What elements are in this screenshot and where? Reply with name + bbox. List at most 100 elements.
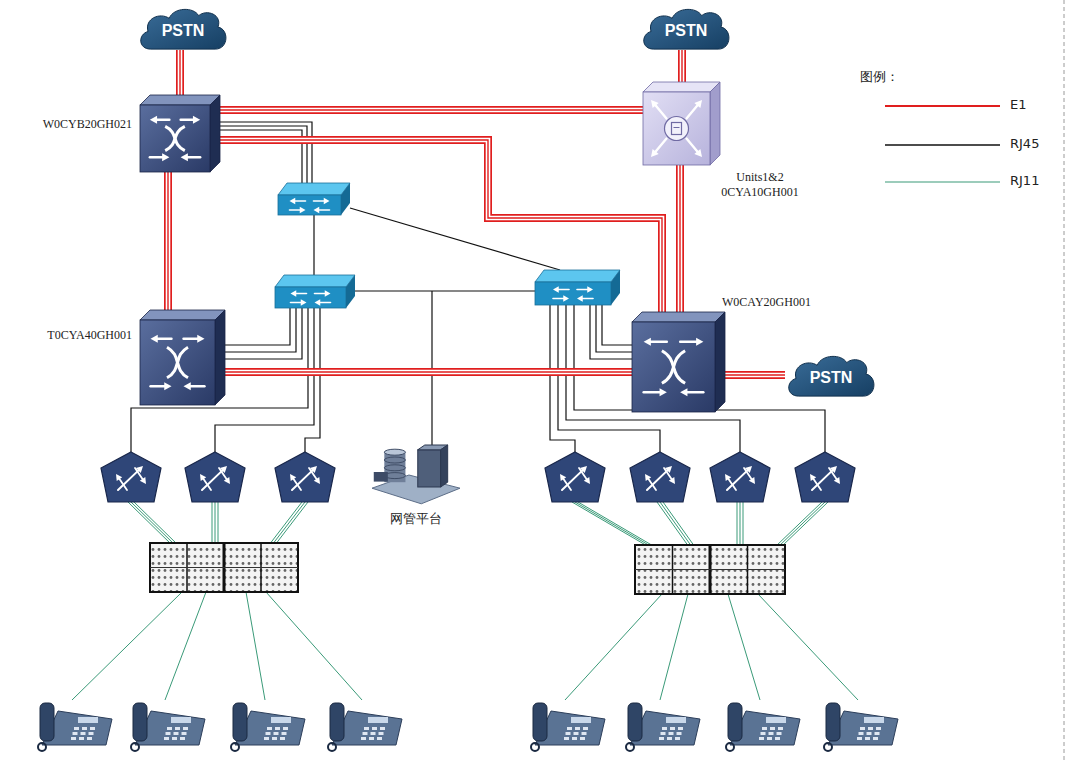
units-symbol <box>651 100 702 157</box>
e1-link <box>220 140 662 312</box>
gateway-body <box>545 452 605 502</box>
eth-side <box>611 270 620 305</box>
arrow-stroke <box>184 338 198 340</box>
arrow-stroke <box>315 293 326 295</box>
telephone <box>131 703 205 751</box>
ethernet-switch <box>275 275 355 308</box>
e1-trunk <box>679 165 680 312</box>
telephone <box>38 703 112 751</box>
voice-gateway <box>710 452 770 502</box>
rj11-wire <box>743 502 744 547</box>
arrow-head <box>300 207 306 213</box>
phone-key <box>274 732 279 735</box>
arrow-stroke <box>203 479 211 490</box>
e1-trunk <box>220 140 662 312</box>
page-divider <box>1064 0 1065 763</box>
legend-text: RJ45 <box>1010 136 1039 151</box>
phone-key <box>867 732 872 735</box>
phone-key <box>266 732 271 735</box>
legend-text: E1 <box>1010 97 1027 112</box>
phone-key <box>175 727 180 730</box>
phone-key <box>167 727 172 730</box>
telephone <box>824 703 898 751</box>
box-side <box>715 312 725 412</box>
arrow-stroke <box>680 341 697 343</box>
phone-key <box>71 737 76 740</box>
arrow-stroke <box>319 209 330 211</box>
arrow-stroke <box>295 200 306 202</box>
rj45-wire <box>220 122 312 183</box>
phone-key <box>572 737 577 740</box>
phone-key <box>777 732 782 735</box>
e1-link <box>682 50 683 82</box>
e1-trunk <box>725 374 785 375</box>
arrow-head <box>151 335 158 343</box>
arrow-stroke <box>655 139 666 152</box>
e1-trunk <box>220 106 643 114</box>
arrow-head <box>584 477 590 484</box>
phone-key <box>677 732 682 735</box>
rj11-wire <box>131 502 175 545</box>
arrow-head <box>749 477 755 484</box>
arrow-head <box>290 198 296 204</box>
switch-curve <box>165 126 185 150</box>
arrow-stroke <box>582 298 593 300</box>
e1-trunk <box>167 172 168 310</box>
phone-key <box>283 727 288 730</box>
eth-front <box>278 195 341 215</box>
gateway-body <box>275 452 335 502</box>
phone-cord <box>726 743 734 751</box>
arrow-head <box>224 477 230 484</box>
device-label: Units1&2 0CYA10GH001 <box>712 170 808 200</box>
rj11-wire <box>572 502 649 547</box>
arrow-head <box>193 116 200 124</box>
rj11-wire <box>660 594 688 700</box>
device-label: W0CYB20GH021 <box>43 117 132 132</box>
arrow-stroke <box>577 289 588 291</box>
phone-key <box>282 732 287 735</box>
phone-key <box>275 727 280 730</box>
switch-icon <box>632 312 725 412</box>
phone-key <box>372 727 377 730</box>
arrow-stroke <box>187 156 200 158</box>
telephone <box>531 703 605 751</box>
arrow-head <box>563 295 569 301</box>
rj11-wires <box>72 502 858 700</box>
cloud-label: PSTN <box>162 21 205 41</box>
phone-key <box>90 727 95 730</box>
arrow-head <box>834 477 840 484</box>
telephone-switch: W0CAY20GH001 <box>632 312 725 412</box>
phone-key <box>875 732 880 735</box>
phone-key <box>272 737 277 740</box>
phone-cord <box>531 743 539 751</box>
phone-key <box>74 727 79 730</box>
patch-panel <box>635 545 785 594</box>
arrow-head <box>184 382 191 390</box>
e1-trunk <box>681 50 682 82</box>
arrow-head <box>577 295 583 301</box>
e1-trunk <box>678 165 683 312</box>
phone-key <box>267 727 272 730</box>
box-top <box>140 95 220 105</box>
arrow-stroke <box>135 468 143 479</box>
phone-key <box>675 737 680 740</box>
switch-curve <box>167 347 188 378</box>
phone-screen <box>666 717 686 723</box>
rj11-wire <box>565 594 662 700</box>
phone-screen <box>171 717 191 723</box>
gateway-body <box>101 452 161 502</box>
phone-handset <box>330 703 344 741</box>
arrow-head <box>116 474 122 481</box>
arrow-stroke <box>553 298 564 300</box>
arrow-stroke <box>118 470 139 490</box>
e1-trunk <box>725 373 785 378</box>
phone-handset <box>133 703 147 741</box>
server-monitor <box>374 472 388 482</box>
arrow-stroke <box>829 468 837 479</box>
management-server: 网管平台 <box>372 445 460 505</box>
patch-panel <box>150 543 298 592</box>
e1-trunk <box>225 368 632 376</box>
arrow-head <box>164 382 171 390</box>
units-icon <box>643 82 720 165</box>
box-front <box>140 105 210 172</box>
